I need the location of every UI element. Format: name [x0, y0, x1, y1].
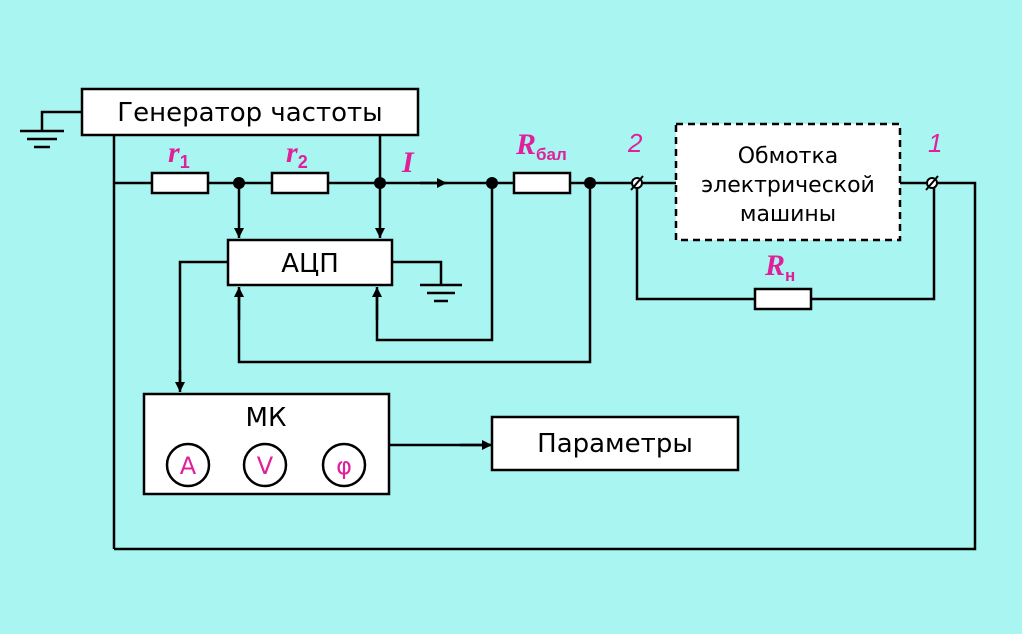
arrows [175, 178, 492, 450]
meter-label-phi: φ [336, 452, 352, 480]
resistor-rbal [512, 171, 572, 195]
ground-symbol-generator [20, 110, 82, 149]
resistor-rn [753, 287, 813, 311]
label-rbal: Rбал [515, 128, 567, 164]
adc-label: АЦП [281, 249, 339, 279]
junction-dots [233, 177, 596, 189]
resistor-r2 [270, 171, 330, 195]
terminal-2 [630, 175, 644, 191]
voltmeter-icon: V [242, 442, 288, 488]
params-block: Параметры [490, 415, 740, 472]
params-label: Параметры [537, 429, 693, 459]
phase-meter-icon: φ [321, 442, 367, 488]
label-r2: r2 [286, 136, 308, 172]
resistor-r1 [150, 171, 210, 195]
mk-block: МК A V φ [142, 392, 391, 496]
generator-label: Генератор частоты [117, 98, 382, 128]
mk-label: МК [246, 403, 287, 433]
winding-label-line-2: электрической [701, 173, 875, 198]
winding-label-line-3: машины [740, 202, 836, 227]
meter-label-v: V [257, 452, 274, 480]
ammeter-icon: A [165, 442, 211, 488]
label-node-2: 2 [627, 128, 643, 158]
adc-block: АЦП [226, 238, 394, 287]
terminal-1 [925, 175, 939, 191]
meter-label-a: A [180, 452, 197, 480]
label-r1: r1 [168, 136, 190, 172]
generator-block: Генератор частоты [80, 87, 420, 137]
label-current: I [401, 146, 415, 179]
label-rn: Rн [764, 249, 795, 285]
winding-label-line-1: Обмотка [738, 144, 839, 169]
label-node-1: 1 [928, 128, 942, 158]
winding-block: Обмотка электрической машины [674, 122, 902, 242]
